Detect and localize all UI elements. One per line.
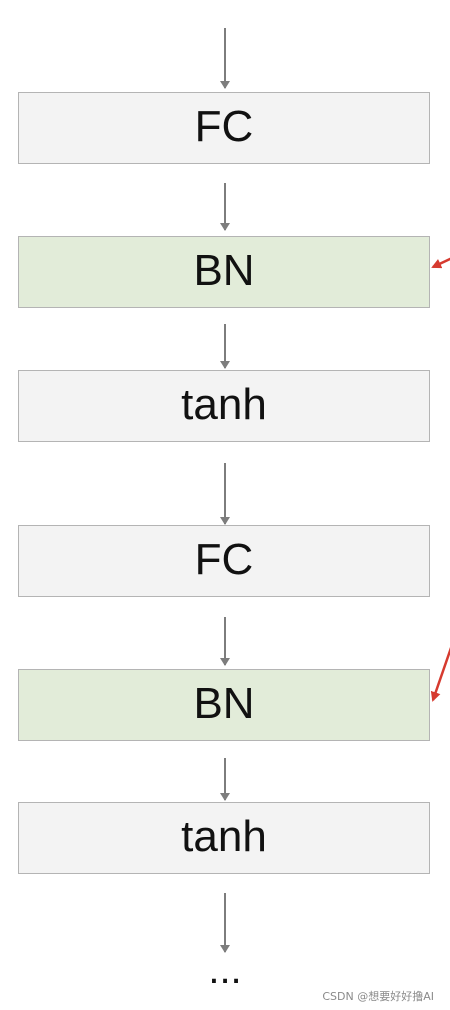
highlight-arrow-bn-2 xyxy=(430,646,450,702)
fc-layer-block-1: FC xyxy=(18,92,430,164)
bn-layer-block-2: BN xyxy=(18,669,430,741)
fc-layer-label-1: FC xyxy=(194,102,254,151)
bn-layer-label-2: BN xyxy=(193,679,255,728)
bn-layer-label-1: BN xyxy=(193,246,255,295)
continuation-ellipsis: ... xyxy=(208,948,242,992)
bn-layer-block-1: BN xyxy=(18,236,430,308)
fc-layer-label-2: FC xyxy=(194,535,254,584)
watermark-text: CSDN @想要好好撸AI xyxy=(322,990,434,1003)
tanh-layer-block-1: tanh xyxy=(18,370,430,442)
tanh-layer-label-1: tanh xyxy=(181,380,267,429)
fc-layer-block-2: FC xyxy=(18,525,430,597)
tanh-layer-label-2: tanh xyxy=(181,812,267,861)
tanh-layer-block-2: tanh xyxy=(18,802,430,874)
highlight-arrow-bn-1 xyxy=(431,257,450,269)
